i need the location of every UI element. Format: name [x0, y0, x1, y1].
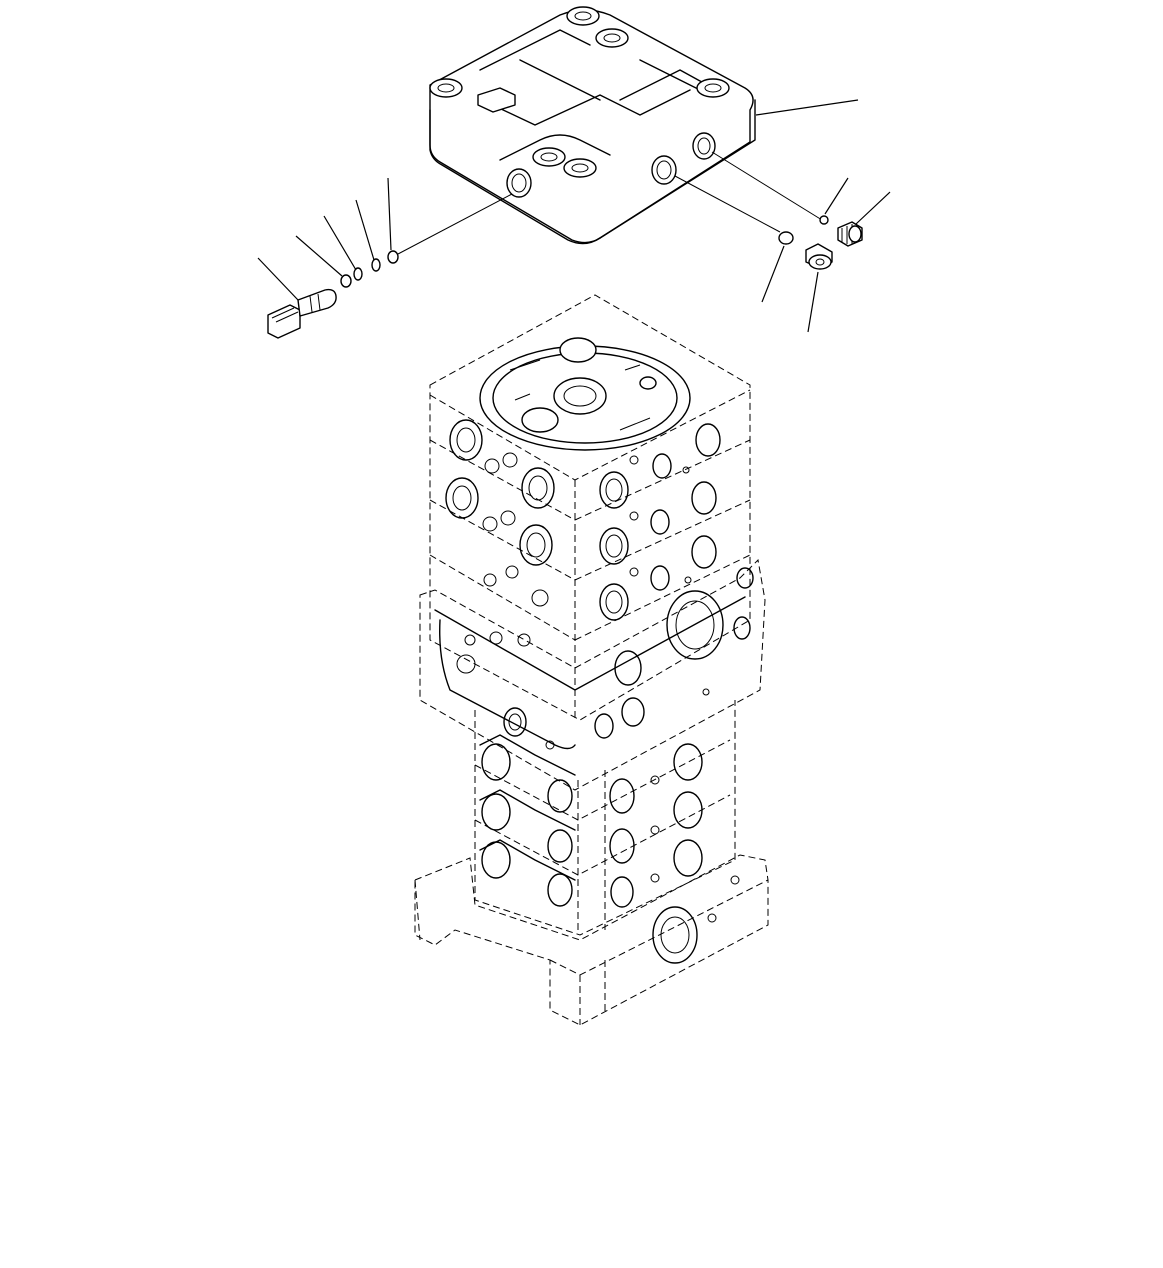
leader-line-o-ring-end [387, 177, 392, 251]
backup-ring [353, 267, 363, 281]
leader-line-o-ring-right-small [824, 177, 849, 215]
o-ring [340, 274, 352, 288]
leader-line-plug [257, 257, 299, 301]
relief-valve-plug [267, 288, 337, 339]
leader-line-plug-right [855, 191, 891, 225]
plug-left [805, 243, 833, 270]
cover-block [429, 6, 756, 245]
assembly-line-right-b [711, 151, 823, 221]
o-ring-right [778, 231, 794, 245]
leader-line-plug-left [807, 271, 819, 333]
assembly-line-right-a [674, 175, 781, 233]
leader-line-cover [755, 99, 859, 116]
plug-right [837, 221, 863, 247]
leader-line-o-ring-right [761, 245, 785, 303]
leader-line-o-ring [295, 235, 343, 277]
valve-body-stack [414, 294, 769, 1026]
leader-line-backup-ring [323, 215, 357, 271]
assembly-line-left [397, 193, 513, 255]
o-ring-small [371, 258, 381, 272]
o-ring-end [387, 250, 399, 264]
leader-line-o-ring-small [355, 199, 375, 261]
o-ring-right-small [819, 215, 829, 225]
